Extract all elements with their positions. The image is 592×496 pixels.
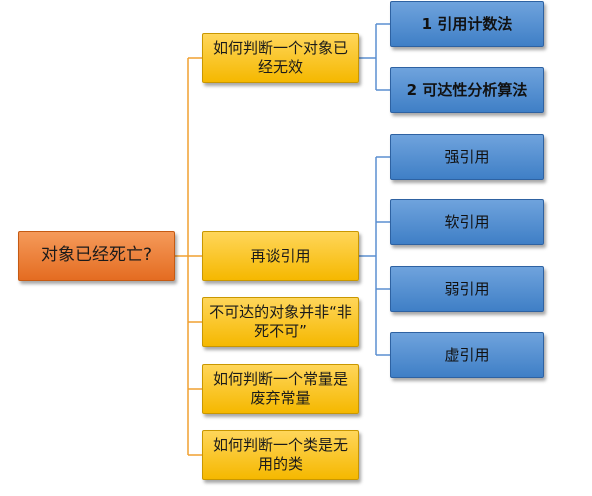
leaf-reference-counting: 1 引用计数法 [390, 1, 544, 47]
branch-constant: 如何判断一个常量是废弃常量 [202, 364, 359, 414]
leaf-label: 软引用 [444, 212, 490, 231]
branch-label: 如何判断一个类是无用的类 [212, 436, 348, 473]
connector-invalid-leaves [359, 23, 390, 91]
leaf-label: 虚引用 [444, 345, 490, 364]
leaf-weak-reference: 弱引用 [390, 266, 544, 312]
branch-references: 再谈引用 [202, 231, 359, 281]
connector-reference-leaves [359, 156, 390, 356]
leaf-soft-reference: 软引用 [390, 199, 544, 245]
branch-useless-class: 如何判断一个类是无用的类 [202, 430, 359, 480]
leaf-label: 弱引用 [444, 279, 490, 298]
leaf-phantom-reference: 虚引用 [390, 332, 544, 378]
leaf-reachability-analysis: 2 可达性分析算法 [390, 67, 544, 113]
branch-judge-invalid: 如何判断一个对象已经无效 [202, 33, 359, 83]
branch-unreachable: 不可达的对象并非“非死不可” [202, 297, 359, 347]
leaf-strong-reference: 强引用 [390, 134, 544, 180]
leaf-label: 2 可达性分析算法 [406, 80, 528, 99]
root-label: 对象已经死亡? [40, 245, 153, 266]
leaf-label: 1 引用计数法 [421, 14, 513, 33]
root-node: 对象已经死亡? [18, 231, 175, 281]
branch-label: 如何判断一个对象已经无效 [212, 39, 348, 76]
branch-label: 如何判断一个常量是废弃常量 [212, 370, 348, 407]
leaf-label: 强引用 [444, 147, 490, 166]
branch-label: 不可达的对象并非“非死不可” [209, 303, 352, 340]
branch-label: 再谈引用 [250, 246, 311, 265]
